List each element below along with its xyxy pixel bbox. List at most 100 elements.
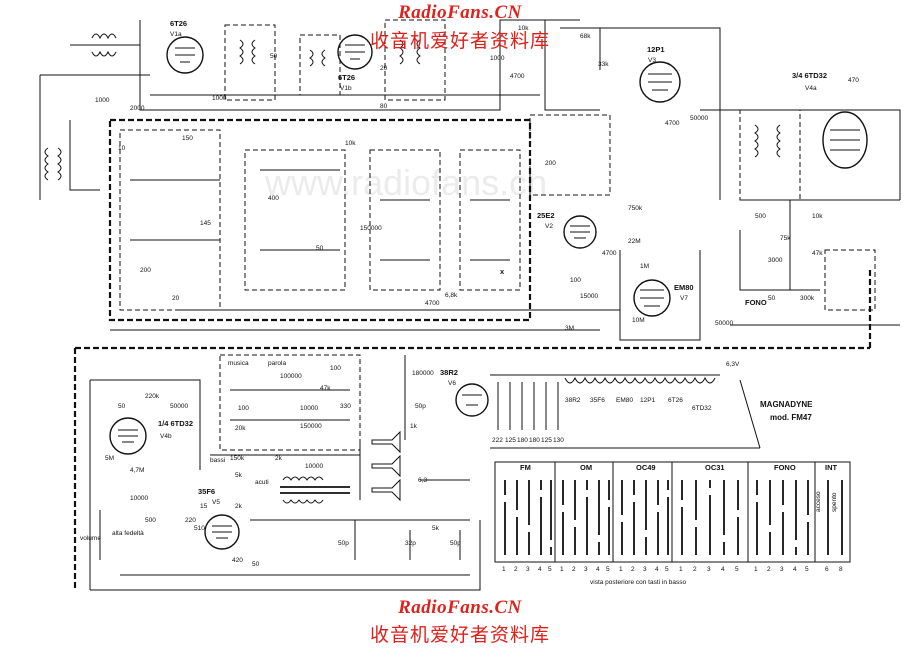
heater-value-2: 125 [505, 437, 516, 444]
svg-text:100: 100 [238, 405, 249, 412]
tube-v4a-ref: V4a [805, 85, 817, 92]
svg-text:50: 50 [270, 53, 278, 60]
heater-value-1: 222 [492, 437, 503, 444]
svg-text:1M: 1M [640, 263, 649, 270]
svg-text:5k: 5k [235, 472, 243, 479]
heater-35f6: 35F6 [590, 397, 605, 404]
heater-em80: EM80 [616, 397, 633, 404]
tone-bassi-label: bassi [210, 457, 225, 464]
pos-oc49-5: 5 [665, 566, 669, 573]
model-label: mod. FM47 [770, 413, 812, 422]
svg-text:50: 50 [252, 561, 260, 568]
svg-text:150000: 150000 [360, 225, 382, 232]
tube-v4a-type: 3/4 6TD32 [792, 71, 827, 80]
svg-text:10k: 10k [812, 213, 823, 220]
svg-text:220k: 220k [145, 393, 160, 400]
svg-text:75k: 75k [780, 235, 791, 242]
heater-value-5: 125 [541, 437, 552, 444]
faint-watermark: www.radiofans.cn [264, 162, 547, 203]
pos-fm-1: 1 [502, 566, 506, 573]
tube-v6-ref: V6 [448, 380, 456, 387]
if-transformers-top: 1000 50 20 1000 80 10k 4700 [212, 19, 529, 110]
pos-fono-3: 3 [780, 566, 784, 573]
pos-oc31-4: 4 [721, 566, 725, 573]
tube-v7: EM80 V7 1M 10M [632, 263, 694, 324]
int-acceso: acceso [815, 491, 822, 512]
watermark-brand-top: RadioFans.CN [398, 2, 522, 23]
pos-oc31-3: 3 [707, 566, 711, 573]
pos-om-5: 5 [606, 566, 610, 573]
svg-text:510: 510 [194, 525, 205, 532]
svg-text:50000: 50000 [690, 115, 708, 122]
heater-6t26: 6T26 [668, 397, 683, 404]
pos-oc31-2: 2 [693, 566, 697, 573]
svg-text:20: 20 [172, 295, 180, 302]
maker-label: MAGNADYNE [760, 400, 813, 409]
svg-text:100: 100 [570, 277, 581, 284]
tube-v2-type: 25E2 [537, 211, 555, 220]
tone-parola-label: parola [268, 360, 286, 367]
heater-value-3: 180 [517, 437, 528, 444]
svg-text:20k: 20k [235, 425, 246, 432]
heater-value-4: 180 [529, 437, 540, 444]
switch-positions: 1 2 3 4 5 1 2 3 4 5 1 2 3 4 5 1 2 3 4 5 … [502, 566, 843, 586]
svg-text:20: 20 [380, 65, 388, 72]
svg-text:500: 500 [755, 213, 766, 220]
tube-v6: 38R2 V6 [440, 368, 489, 417]
svg-text:10000: 10000 [300, 405, 318, 412]
tube-v1a-type: 6T26 [170, 19, 187, 28]
svg-text:50: 50 [316, 245, 324, 252]
svg-text:4700: 4700 [510, 73, 525, 80]
pos-om-1: 1 [560, 566, 564, 573]
svg-text:50000: 50000 [170, 403, 188, 410]
tube-v7-ref: V7 [680, 295, 688, 302]
band-om: OM [580, 463, 592, 472]
svg-text:32p: 32p [405, 540, 416, 547]
svg-text:10M: 10M [632, 317, 645, 324]
tube-v1b: 6T26 V1b [337, 34, 373, 92]
svg-text:6,8k: 6,8k [445, 292, 458, 299]
heater-12p1: 12P1 [640, 397, 656, 404]
heater-chain: 38R2 35F6 EM80 12P1 6T26 6TD32 222 125 1… [490, 361, 761, 449]
svg-text:50: 50 [118, 403, 126, 410]
pos-oc49-2: 2 [631, 566, 635, 573]
svg-text:47k: 47k [812, 250, 823, 257]
svg-text:15000: 15000 [580, 293, 598, 300]
svg-text:400: 400 [268, 195, 279, 202]
pos-fono-4: 4 [793, 566, 797, 573]
svg-text:2k: 2k [275, 455, 283, 462]
svg-text:470: 470 [848, 77, 859, 84]
svg-text:50p: 50p [450, 540, 461, 547]
pos-fm-5: 5 [548, 566, 552, 573]
pos-int-8: 8 [839, 566, 843, 573]
svg-text:47k: 47k [320, 385, 331, 392]
svg-text:330: 330 [340, 403, 351, 410]
loudspeakers [359, 430, 401, 502]
band-oc49: OC49 [636, 463, 656, 472]
svg-text:50p: 50p [338, 540, 349, 547]
svg-text:200: 200 [140, 267, 151, 274]
pos-fm-4: 4 [538, 566, 542, 573]
svg-text:33k: 33k [598, 61, 609, 68]
pos-om-2: 2 [572, 566, 576, 573]
band-int: INT [825, 463, 838, 472]
pos-fono-2: 2 [767, 566, 771, 573]
svg-text:15: 15 [200, 503, 208, 510]
pos-oc49-1: 1 [619, 566, 623, 573]
pos-int-6: 6 [825, 566, 829, 573]
svg-text:150000: 150000 [300, 423, 322, 430]
svg-text:6,3V: 6,3V [726, 361, 740, 368]
pos-om-3: 3 [584, 566, 588, 573]
svg-text:1000: 1000 [212, 95, 227, 102]
tube-v2: 25E2 V2 750k 22M 4700 100 15000 [537, 205, 643, 300]
tube-v4b: 1/4 6TD32 V4b 220k 50 50000 4,7M 10000 5… [105, 393, 193, 502]
svg-text:4700: 4700 [665, 120, 680, 127]
svg-text:180000: 180000 [412, 370, 434, 377]
antenna-input: 1000 2000 10 [39, 33, 150, 200]
band-oc31: OC31 [705, 463, 725, 472]
pos-oc49-3: 3 [643, 566, 647, 573]
fono-input-label: FONO [745, 298, 767, 307]
band-fm: FM [520, 463, 531, 472]
svg-text:420: 420 [232, 557, 243, 564]
pos-fono-1: 1 [754, 566, 758, 573]
